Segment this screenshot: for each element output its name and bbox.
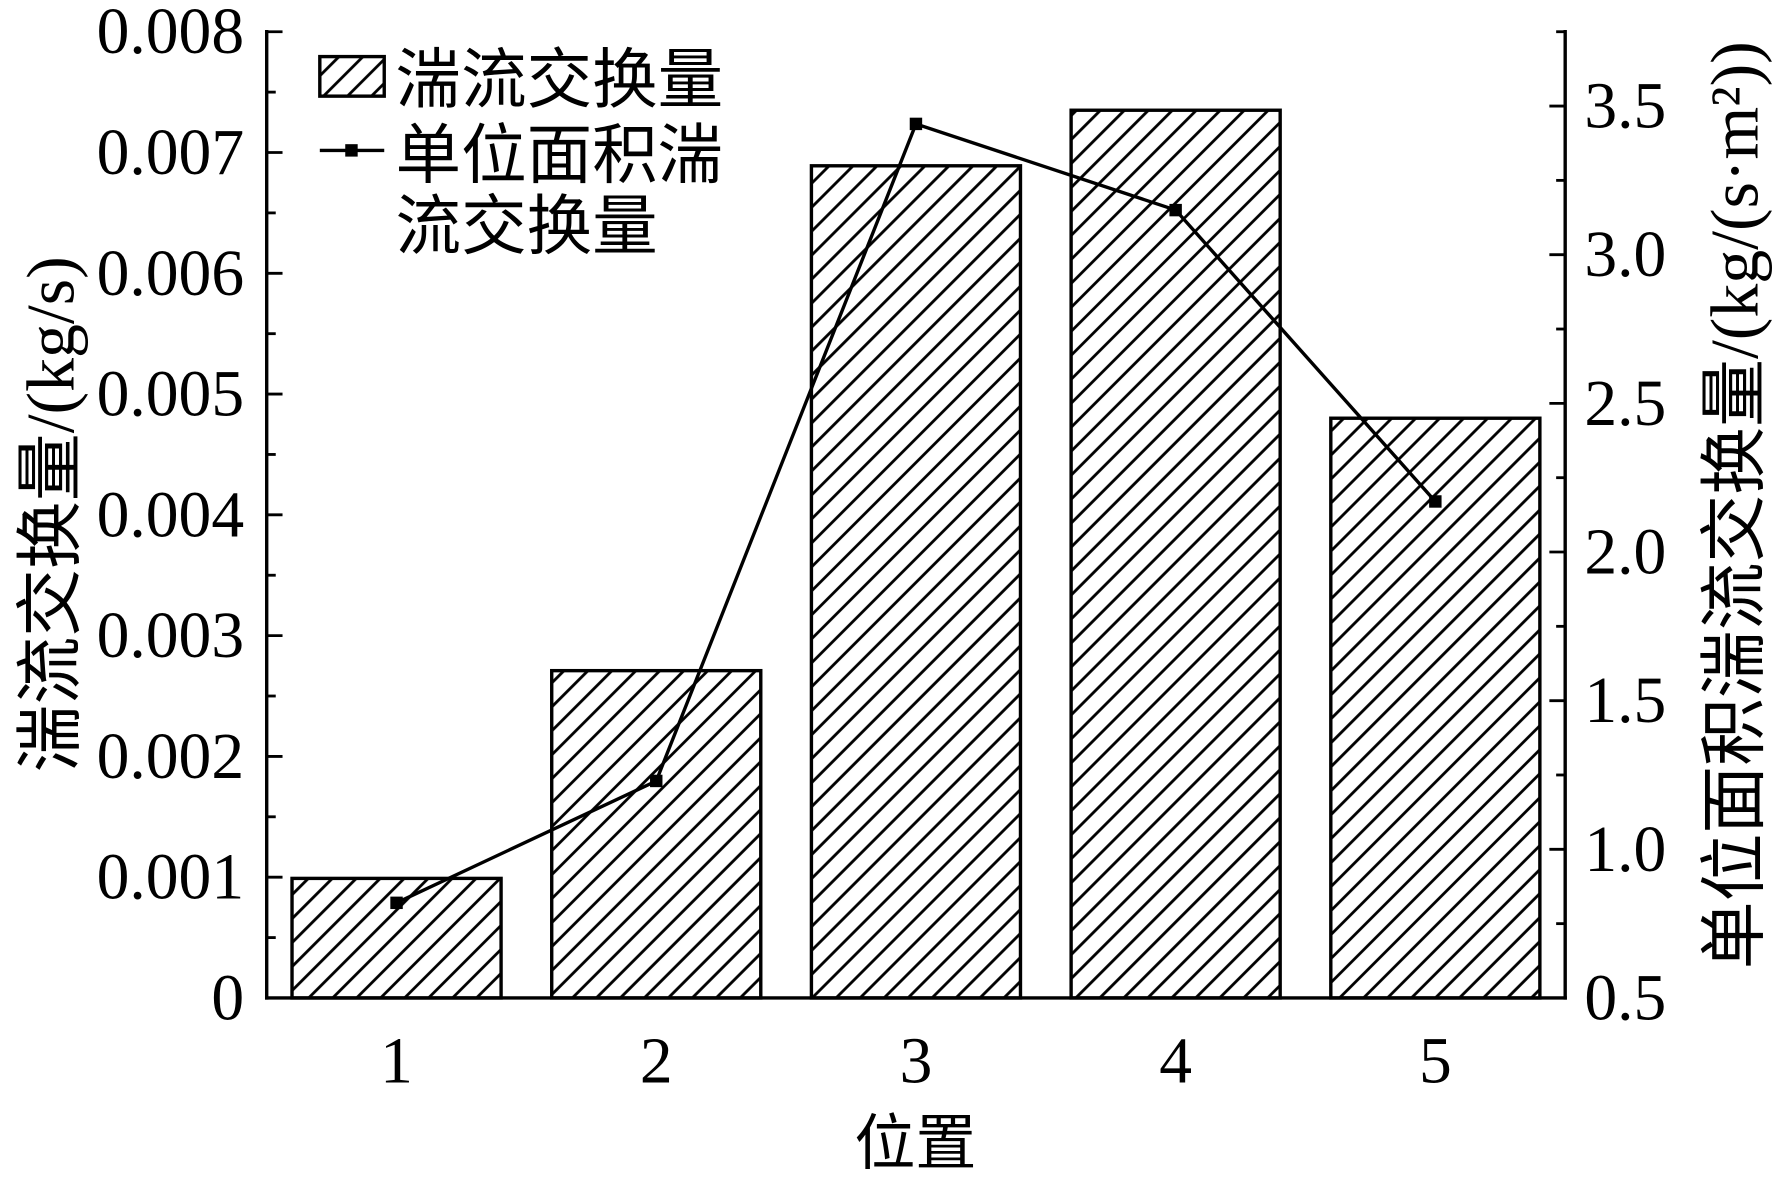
left-y-axis-tick-label: 0.008: [97, 0, 244, 68]
axis-ticks: 0 0.001 0.002 0.003 0.004 0.005 0.006 0.007 0.00…: [97, 0, 1667, 1098]
legend-label-line-part-1: 单位面积湍: [396, 121, 724, 193]
right-y-axis-tick-label: 1.0: [1584, 814, 1666, 886]
x-axis-tick-label: 5: [1419, 1026, 1452, 1098]
line-marker-position-2: [650, 774, 663, 788]
bar-position-1: [290, 876, 503, 1000]
bar-series: [290, 108, 1542, 1000]
right-y-axis-tick-label: 2.0: [1584, 516, 1666, 588]
left-y-axis-tick-label: 0.004: [97, 479, 244, 551]
left-y-axis-title: 湍流交换量/(kg/s): [13, 256, 88, 772]
right-y-axis-tick-label: 3.5: [1584, 71, 1666, 143]
x-axis-tick-label: 4: [1159, 1026, 1192, 1098]
line-series: [390, 117, 1442, 910]
x-axis-tick-label: 3: [900, 1026, 933, 1098]
line-marker-position-1: [390, 896, 403, 910]
bar-position-4: [1069, 108, 1282, 1000]
right-y-axis-tick-label: 3.0: [1584, 219, 1666, 291]
line-marker-position-3: [909, 117, 923, 131]
right-y-axis-title: 单位面积湍流交换量/(kg/(s·m²)): [1697, 41, 1772, 969]
left-y-axis-tick-label: 0.007: [97, 117, 244, 189]
left-y-axis-tick-label: 0.002: [97, 721, 244, 793]
legend-swatch-marker: [345, 144, 358, 157]
legend-entry-line: 单位面积湍流交换量: [319, 121, 724, 264]
legend-label-bar: 湍流交换量: [396, 45, 724, 117]
x-axis-tick-label: 2: [640, 1026, 673, 1098]
right-y-axis-tick-label: 0.5: [1584, 962, 1666, 1034]
bar-position-2: [550, 668, 763, 1000]
left-y-axis-tick-label: 0.005: [97, 359, 244, 431]
bar-position-3: [809, 164, 1023, 1000]
line-marker-position-4: [1169, 203, 1182, 217]
left-y-axis-tick-label: 0.006: [97, 238, 244, 310]
left-y-axis-tick-label: 0: [211, 962, 244, 1034]
legend-label-line-part-2: 流交换量: [396, 192, 658, 264]
line-marker-position-5: [1429, 495, 1442, 508]
legend-entry-bar: 湍流交换量: [318, 45, 724, 117]
right-y-axis-tick-label: 1.5: [1584, 665, 1666, 737]
x-axis-title: 位置: [854, 1111, 976, 1178]
axes: [265, 30, 1567, 1000]
right-y-axis-tick-label: 2.5: [1584, 368, 1666, 440]
legend-label-line: 单位面积湍流交换量: [396, 121, 724, 264]
legend-swatch-hatch: [318, 54, 386, 98]
left-y-axis-tick-label: 0.003: [97, 600, 244, 672]
x-axis-tick-label: 1: [380, 1026, 413, 1098]
left-y-axis-tick-label: 0.001: [97, 842, 244, 914]
legend: 湍流交换量 单位面积湍流交换量: [318, 45, 724, 264]
